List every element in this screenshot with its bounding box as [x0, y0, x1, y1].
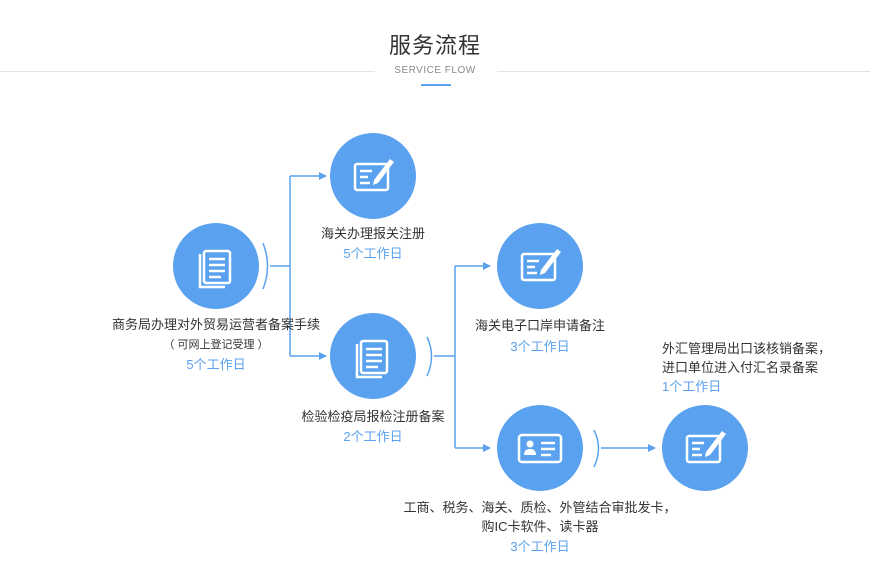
- documents-icon: [355, 339, 389, 379]
- title-underline: [421, 84, 451, 86]
- step-5-label-line2: 购IC卡软件、读卡器: [481, 519, 599, 534]
- step-3-days: 2个工作日: [343, 429, 403, 444]
- step-6-label-line1: 外汇管理局出口该核销备案，: [662, 341, 832, 356]
- step-5-days: 3个工作日: [510, 539, 570, 554]
- step-2-label: 海关办理报关注册: [320, 226, 425, 241]
- step-6-label-line2: 进口单位进入付汇名录备案: [662, 360, 819, 375]
- step-node-6: [662, 405, 748, 491]
- page-subtitle: SERVICE FLOW: [394, 65, 476, 76]
- step-node-3: [330, 313, 416, 399]
- edit-card-icon: [685, 431, 726, 464]
- step-3-label: 检验检疫局报检注册备案: [301, 409, 445, 424]
- step-node-2: [330, 133, 416, 219]
- step-6-days: 1个工作日: [662, 379, 722, 394]
- step-2-days: 5个工作日: [343, 246, 403, 261]
- step-4-label: 海关电子口岸申请备注: [474, 318, 605, 333]
- bracket-node5: [593, 429, 600, 468]
- step-5-label-line1: 工商、税务、海关、质检、外管结合审批发卡，: [403, 500, 677, 515]
- page-title: 服务流程: [388, 33, 481, 58]
- divider-left: [0, 71, 375, 72]
- documents-icon: [198, 249, 232, 289]
- step-node-1: [173, 223, 259, 309]
- bracket-node3: [426, 336, 433, 377]
- step-1-note: （ 可网上登记受理 ）: [163, 339, 269, 351]
- step-1-days: 5个工作日: [186, 357, 246, 372]
- edit-card-icon: [353, 159, 394, 192]
- id-card-icon: [517, 433, 563, 464]
- bracket-node1: [262, 242, 269, 290]
- step-node-4: [497, 223, 583, 309]
- edit-card-icon: [520, 249, 561, 282]
- step-1-label: 商务局办理对外贸易运营者备案手续: [111, 317, 320, 332]
- step-4-days: 3个工作日: [510, 339, 570, 354]
- divider-right: [497, 71, 870, 72]
- step-node-5: [497, 405, 583, 491]
